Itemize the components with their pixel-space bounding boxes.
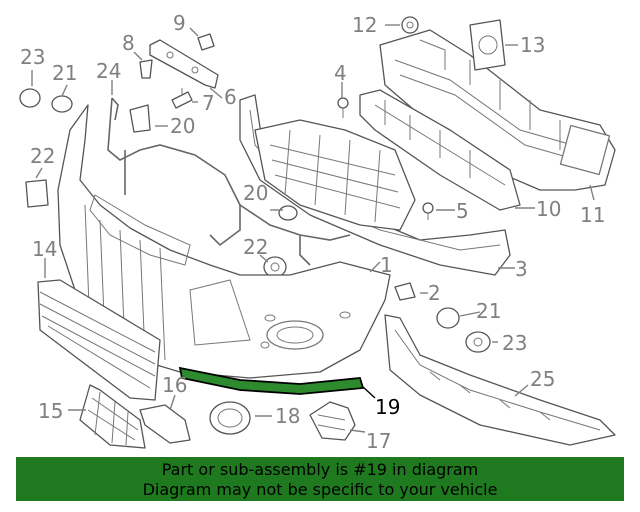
callout-19: 19 (375, 395, 400, 419)
callout-6: 6 (224, 85, 237, 109)
lower-grille-14 (37, 279, 161, 401)
callout-11: 11 (580, 203, 605, 227)
fog-lamp-17 (309, 401, 356, 441)
clip-9 (197, 33, 215, 51)
callout-8: 8 (122, 31, 135, 55)
bumper-reinforcement-beam (379, 29, 616, 191)
callout-23b: 23 (502, 331, 527, 355)
bolt-5 (422, 202, 434, 220)
bracket-16 (139, 404, 191, 444)
callout-3: 3 (515, 257, 528, 281)
parking-sensor-23a (19, 88, 41, 108)
callout-9: 9 (173, 11, 186, 35)
callout-7: 7 (202, 91, 215, 115)
sensor-20b (278, 205, 298, 221)
parking-sensor-21a (51, 95, 73, 113)
callout-18: 18 (275, 404, 300, 428)
wiring-harness-24 (107, 97, 351, 266)
sensor-bezel-22a (25, 179, 49, 208)
leader-lines (31, 24, 595, 433)
bracket-8 (149, 39, 219, 89)
callout-13: 13 (520, 33, 545, 57)
fog-bezel-15 (79, 384, 146, 449)
callout-21b: 21 (476, 299, 501, 323)
callout-12: 12 (352, 13, 377, 37)
info-banner: Part or sub-assembly is #19 in diagram D… (16, 457, 624, 501)
nut-12 (401, 16, 419, 34)
callout-20b: 20 (243, 181, 268, 205)
callout-4: 4 (334, 61, 347, 85)
banner-line-1: Part or sub-assembly is #19 in diagram (161, 460, 479, 479)
callout-15: 15 (38, 399, 63, 423)
sensor-22b (263, 256, 287, 278)
callout-5: 5 (456, 199, 469, 223)
pushpin-7 (171, 88, 193, 109)
callout-23a: 23 (20, 45, 45, 69)
callout-1: 1 (380, 253, 393, 277)
lower-spoiler-19 (178, 366, 365, 395)
bolt-4 (337, 97, 349, 118)
sensor-bracket-20a (129, 104, 151, 133)
parking-sensor-21b (436, 307, 460, 329)
energy-absorber-10 (359, 89, 521, 211)
callout-17: 17 (366, 429, 391, 453)
callout-16: 16 (162, 373, 187, 397)
parking-sensor-23b (465, 331, 491, 353)
callout-21a: 21 (52, 61, 77, 85)
bumper-cover-1 (57, 104, 391, 379)
callout-22b: 22 (243, 235, 268, 259)
callout-14: 14 (32, 237, 57, 261)
banner-line-2: Diagram may not be specific to your vehi… (142, 480, 498, 499)
pin-8 (139, 59, 153, 79)
callout-24: 24 (96, 59, 121, 83)
callout-10: 10 (536, 197, 561, 221)
callout-25: 25 (530, 367, 555, 391)
grille-opening-panel (254, 119, 416, 231)
clip-2 (394, 282, 416, 301)
fog-lamp-ring-18 (209, 401, 251, 435)
bracket-13 (469, 19, 506, 71)
parts-diagram: 1 2 3 4 5 6 7 8 9 10 11 12 13 14 15 16 1… (19, 11, 616, 453)
callout-22a: 22 (30, 144, 55, 168)
callout-labels: 1 2 3 4 5 6 7 8 9 10 11 12 13 14 15 16 1… (20, 11, 605, 453)
callout-2: 2 (428, 281, 441, 305)
callout-20a: 20 (170, 114, 195, 138)
splash-shield-25 (384, 314, 616, 446)
